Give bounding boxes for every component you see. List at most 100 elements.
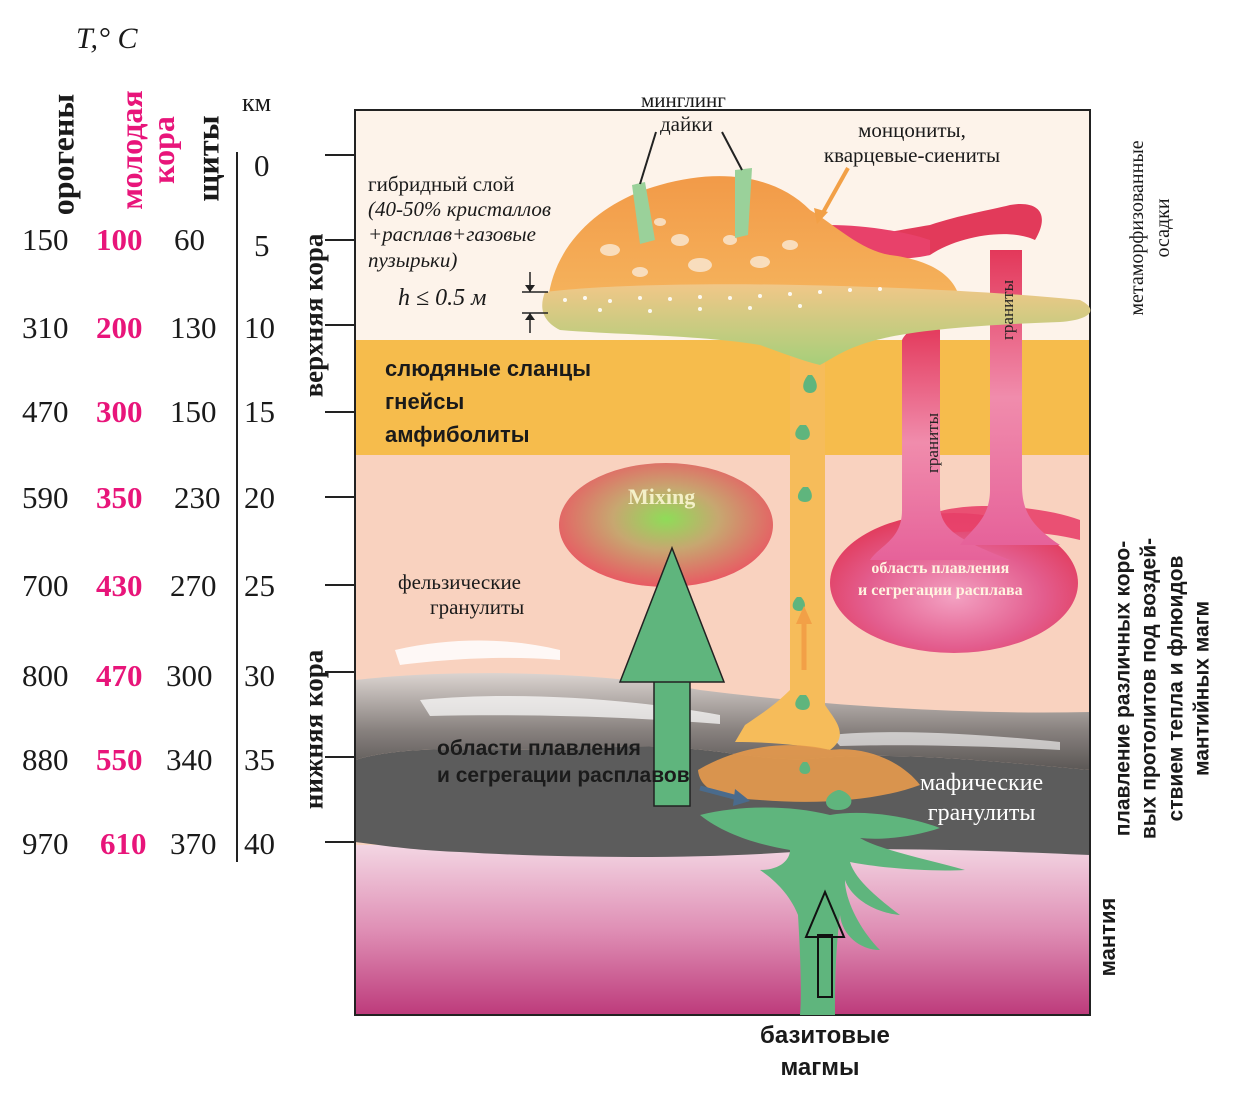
dyke-pointer-left [639, 131, 657, 185]
mantle-label: мантия [1095, 897, 1120, 977]
metased-line1: метаморфизованные [1126, 140, 1148, 316]
hybrid-line2: (40-50% кристаллов [368, 197, 551, 222]
orogen-temp: 470 [22, 394, 69, 429]
young-temp: 200 [96, 310, 143, 345]
conduit-base [698, 745, 920, 802]
melting-line2: вых протолитов под воздей- [1137, 537, 1161, 840]
orogen-temp: 150 [22, 222, 69, 257]
mafic-line2: гранулиты [927, 800, 1036, 826]
depth-ticks [325, 154, 355, 843]
basite-line1: базитовые [760, 1022, 890, 1049]
dyke-right [735, 168, 752, 238]
orogen-temp: 880 [22, 742, 69, 777]
monzonites-line2: кварцевые-сиениты [823, 143, 1001, 168]
orogen-temp: 590 [22, 480, 69, 515]
metasediments-label: метаморфизованные осадки [1124, 108, 1176, 348]
monzonite-arrow [818, 167, 850, 219]
melt-zone-bottom-label: области плавления и сегрегации расплавов [437, 735, 690, 790]
mica-schist-band [355, 340, 1090, 455]
melting-protoliths-label: плавление различных коро- вых протолитов… [1111, 479, 1216, 899]
young-temp: 470 [96, 658, 143, 693]
young-temp: 550 [96, 742, 143, 777]
depth-km: 10 [244, 310, 275, 345]
basite-magmas-label: базитовые магмы [760, 1020, 890, 1085]
young-temp: 300 [96, 394, 143, 429]
dyke-pointer-right [721, 131, 743, 171]
streak [830, 732, 1060, 750]
mantle-layer [355, 845, 1090, 1015]
basite-line2: магмы [780, 1054, 860, 1082]
central-conduit [735, 340, 840, 750]
crystal-dots [563, 287, 882, 313]
hybrid-layer [542, 284, 1091, 365]
orogen-temp: 800 [22, 658, 69, 693]
depth-axis-line [236, 152, 238, 862]
micaschist-line3: амфиболиты [385, 422, 530, 447]
metased-line2: осадки [1152, 198, 1174, 258]
thickness-label: h ≤ 0.5 м [398, 285, 487, 311]
shield-temp: 270 [170, 568, 217, 603]
monzonites-line1: монцониты, [858, 118, 966, 142]
km-zero: 0 [254, 148, 270, 183]
shield-temp: 150 [170, 394, 217, 429]
hybrid-layer-label: гибридный слой (40-50% кристаллов +распл… [368, 172, 551, 273]
orogen-temp: 970 [22, 826, 69, 861]
monzonites-label: монцониты, кварцевые-сиениты [812, 118, 1012, 168]
young-temp: 100 [96, 222, 143, 257]
melting-line1: плавление различных коро- [1111, 540, 1135, 837]
mafic-granulites-label: мафические гранулиты [920, 768, 1043, 828]
hybrid-line3: +расплав+газовые [368, 222, 536, 247]
mica-schist-label: слюдяные сланцы гнейсы амфиболиты [385, 352, 591, 451]
felsic-granulites-label: фельзические гранулиты [398, 570, 524, 620]
micaschist-line2: гнейсы [385, 389, 465, 414]
melt-right-line1: область плавления [871, 560, 1010, 577]
young-temp: 350 [96, 480, 143, 515]
felsic-line2: гранулиты [430, 595, 525, 620]
monzonite-dome [548, 176, 960, 300]
shield-temp: 60 [174, 222, 205, 257]
streak [395, 640, 560, 665]
shield-temp: 300 [166, 658, 213, 693]
granites-label-2: граниты [998, 279, 1017, 341]
shield-temp: 370 [170, 826, 217, 861]
depth-km: 25 [244, 568, 275, 603]
melt-bottom-line1: области плавления [437, 737, 641, 760]
micaschist-line1: слюдяные сланцы [385, 356, 591, 381]
depth-km: 40 [244, 826, 275, 861]
shield-temp: 340 [166, 742, 213, 777]
depth-km: 20 [244, 480, 275, 515]
young-temp: 430 [96, 568, 143, 603]
depth-km: 5 [254, 228, 270, 263]
basite-up-arrow [804, 889, 846, 998]
granite-feeder-2 [960, 250, 1060, 545]
depth-km: 30 [244, 658, 275, 693]
felsic-line1: фельзические [398, 570, 522, 594]
young-temp: 610 [100, 826, 147, 861]
melting-line3: ствием тепла и флюидов [1164, 555, 1187, 822]
melting-line4: мантийных магм [1190, 600, 1214, 777]
dykes-label: дайки [660, 112, 713, 136]
melt-right-line2: и сегрегации расплава [858, 581, 1023, 599]
orogen-temp: 700 [22, 568, 69, 603]
melt-droplets [792, 375, 852, 810]
melt-zone-right-label: область плавления и сегрегации расплава [858, 558, 1023, 601]
depth-km: 15 [244, 394, 275, 429]
melt-arrow [699, 785, 739, 801]
shield-temp: 130 [170, 310, 217, 345]
granites-label-1: граниты [923, 412, 942, 474]
km-header: км [242, 88, 272, 117]
hybrid-line1: гибридный слой [368, 172, 515, 196]
mixing-label: Mixing [628, 484, 696, 509]
granite-feeder-1 [870, 324, 1010, 560]
temperature-axis-label: T,° C [76, 22, 138, 55]
mingling-label: минглинг [641, 88, 726, 112]
mafic-line1: мафические [920, 770, 1044, 796]
mixing-green-arrow [618, 545, 726, 807]
mixing-ellipse [559, 463, 773, 587]
streak [420, 695, 720, 724]
diagram-frame [354, 109, 1091, 1016]
melt-bottom-line2: и сегрегации расплавов [437, 764, 690, 788]
shield-temp: 230 [174, 480, 221, 515]
orogen-temp: 310 [22, 310, 69, 345]
